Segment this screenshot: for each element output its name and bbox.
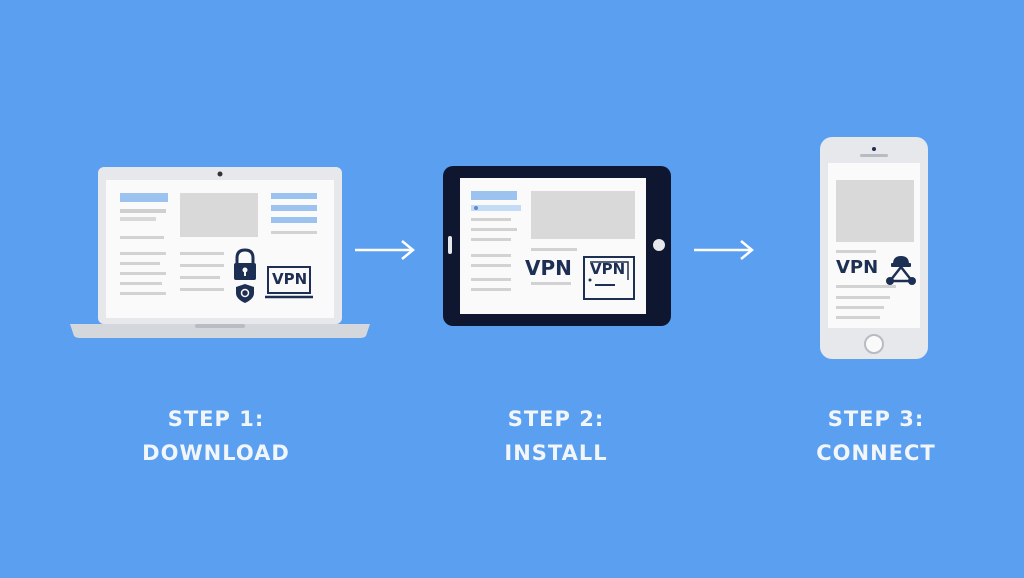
tablet-line bbox=[471, 238, 511, 241]
tablet-side-button bbox=[448, 236, 452, 254]
tablet-line bbox=[471, 228, 517, 231]
phone-line bbox=[836, 306, 884, 309]
phone-image-placeholder bbox=[836, 180, 914, 242]
tablet-vpn-bullet bbox=[588, 278, 592, 282]
laptop-vpn-text: VPN bbox=[272, 270, 308, 288]
phone-vpn-text: VPN bbox=[836, 257, 879, 278]
tablet-image-placeholder bbox=[531, 191, 635, 239]
tablet-line bbox=[531, 248, 577, 251]
laptop-line bbox=[271, 231, 317, 234]
laptop-line bbox=[120, 282, 162, 285]
laptop-line bbox=[120, 209, 166, 213]
laptop-line bbox=[120, 262, 160, 265]
laptop-line bbox=[180, 288, 224, 291]
laptop-line bbox=[180, 264, 224, 267]
laptop-base bbox=[70, 324, 370, 338]
laptop-line bbox=[180, 252, 224, 255]
phone-line bbox=[836, 285, 896, 288]
laptop-blue-line bbox=[271, 205, 317, 211]
laptop-line bbox=[180, 276, 220, 279]
laptop-trackpad-notch bbox=[195, 324, 245, 328]
tablet-line bbox=[471, 264, 511, 267]
phone-home-button[interactable] bbox=[864, 334, 884, 354]
laptop-line bbox=[120, 292, 166, 295]
tablet-home-button[interactable] bbox=[653, 239, 665, 251]
monitor-icon bbox=[265, 266, 313, 299]
step-1-action: DOWNLOAD bbox=[142, 441, 290, 465]
phone-speaker bbox=[860, 154, 888, 157]
laptop-line bbox=[120, 236, 164, 239]
step-3-label: STEP 3: CONNECT bbox=[766, 402, 986, 470]
step-2-number: STEP 2: bbox=[507, 407, 605, 431]
phone-line bbox=[836, 296, 890, 299]
laptop-blue-line bbox=[271, 217, 317, 223]
step-2-label: STEP 2: INSTALL bbox=[446, 402, 666, 470]
phone-line bbox=[836, 316, 880, 319]
tablet-line bbox=[471, 218, 511, 221]
tablet-line bbox=[471, 288, 511, 291]
step-1-number: STEP 1: bbox=[167, 407, 265, 431]
tablet-header-bar bbox=[471, 191, 517, 200]
tablet-line bbox=[471, 278, 511, 281]
laptop-camera bbox=[217, 171, 223, 177]
step-3-number: STEP 3: bbox=[827, 407, 925, 431]
laptop-line bbox=[120, 252, 166, 255]
laptop-header-bar bbox=[120, 193, 168, 202]
laptop-image-placeholder bbox=[180, 193, 258, 237]
laptop-blue-line bbox=[271, 193, 317, 199]
tablet-bullet bbox=[474, 206, 478, 210]
tablet-line bbox=[531, 282, 571, 285]
step-3-action: CONNECT bbox=[816, 441, 936, 465]
step-2-action: INSTALL bbox=[504, 441, 608, 465]
tablet-vpn-box-text: VPN bbox=[590, 260, 626, 278]
laptop-line bbox=[120, 272, 166, 275]
tablet-blue-line bbox=[471, 205, 521, 211]
tablet-line bbox=[471, 254, 511, 257]
phone-line bbox=[836, 250, 876, 253]
phone-camera bbox=[872, 147, 876, 151]
padlock-icon bbox=[234, 248, 256, 280]
network-icon bbox=[886, 256, 916, 285]
tablet-vpn-box bbox=[583, 256, 635, 300]
laptop-line bbox=[120, 217, 156, 221]
tablet-vpn-text: VPN bbox=[525, 256, 572, 280]
shield-icon bbox=[236, 284, 254, 303]
step-1-label: STEP 1: DOWNLOAD bbox=[106, 402, 326, 470]
